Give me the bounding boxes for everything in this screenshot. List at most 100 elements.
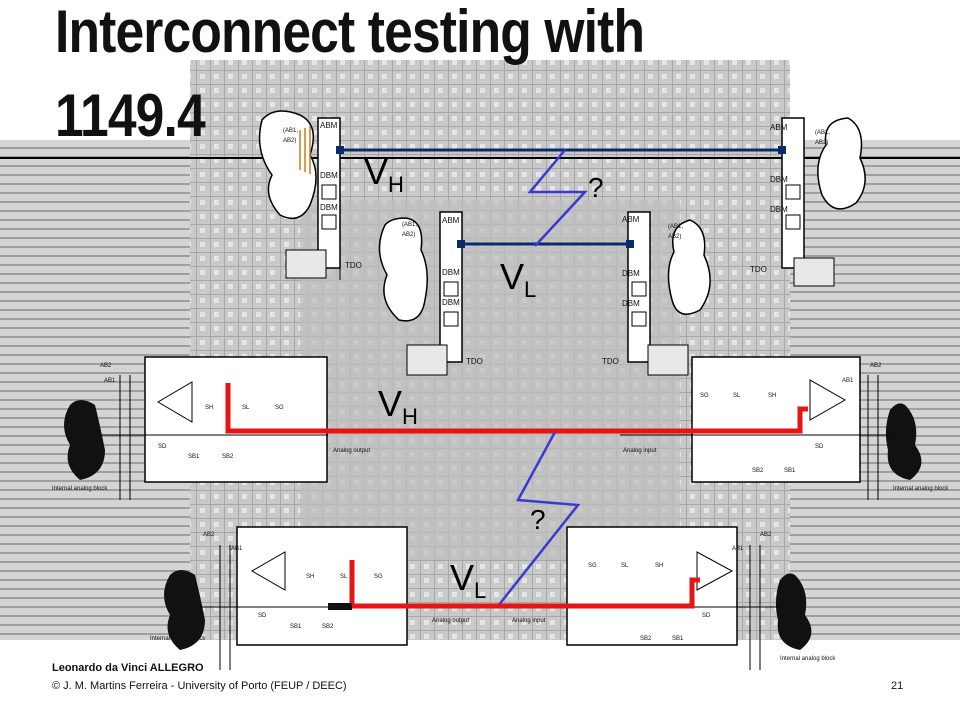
ab-pair-label-1: (AB1, xyxy=(402,222,417,228)
voltage-high-label-analog: VH xyxy=(378,383,418,430)
dbm-label: DBM xyxy=(622,299,640,308)
inner-right-digital-cell: ABM DBM DBM (AB1, AB2) TDO xyxy=(602,211,711,376)
ab-pair-label-2: AB2) xyxy=(402,232,415,238)
internal-block-label: Internal analog block xyxy=(52,486,108,492)
voltage-high-label-digital: VH xyxy=(364,151,404,198)
sg-switch-label: SG xyxy=(374,574,383,580)
analog-core-blob xyxy=(164,570,205,650)
ab2-label: AB2 xyxy=(870,363,882,369)
sb1-switch-label: SB1 xyxy=(290,624,302,630)
upper-right-analog-module: AB2 AB1 SG SL SH SD SB2 SB1 Analog input… xyxy=(620,356,949,500)
sd-switch-label: SD xyxy=(815,444,824,450)
tdo-label: TDO xyxy=(466,357,483,366)
sh-switch-label: SH xyxy=(655,563,663,569)
unknown-result-mark: ? xyxy=(530,504,546,535)
ab2-label: AB2 xyxy=(203,532,215,538)
abm-label: ABM xyxy=(442,216,460,225)
logic-block-blob xyxy=(667,219,711,315)
abm-box xyxy=(566,526,738,646)
dbm-label: DBM xyxy=(442,268,460,277)
tdo-label: TDO xyxy=(602,357,619,366)
opamp-symbol xyxy=(157,381,193,423)
abm-label: ABM xyxy=(770,123,788,132)
logic-block-blob xyxy=(817,117,866,210)
upper-left-digital-cell: ABM DBM DBM (AB1, AB2) TDO xyxy=(258,110,362,280)
sh-switch-label: SH xyxy=(306,574,314,580)
slide-title-line-1: Interconnect testing with xyxy=(55,0,645,65)
analog-output-label: Analog output xyxy=(432,618,469,624)
sb1-switch-label: SB1 xyxy=(188,454,200,460)
ab2-label: AB2 xyxy=(760,532,772,538)
sl-switch-label: SL xyxy=(621,563,629,569)
sl-switch-label: SL xyxy=(340,574,348,580)
dbm-label: DBM xyxy=(770,205,788,214)
sh-switch-label: SH xyxy=(768,393,776,399)
analog-net-high xyxy=(225,383,808,434)
tap-controller-block xyxy=(406,344,448,376)
ab-pair-label-2: AB2) xyxy=(668,234,681,240)
dbm-label: DBM xyxy=(442,298,460,307)
short-fault-indicator xyxy=(527,149,588,247)
logic-block-blob xyxy=(378,217,428,322)
analog-core-blob xyxy=(775,573,812,650)
ab1-label: AB1 xyxy=(231,546,243,552)
internal-block-label: Internal analog block xyxy=(780,656,836,662)
abm-label: ABM xyxy=(320,121,338,130)
lower-left-analog-module: AB2 AB1 SH SL SG SD SB1 SB2 Analog outpu… xyxy=(150,526,469,670)
footer-author: Leonardo da Vinci ALLEGRO xyxy=(52,662,204,674)
ab-pair-label-1: (AB1, xyxy=(283,128,298,134)
voltage-low-label-analog: VL xyxy=(450,557,487,604)
tap-controller-block xyxy=(647,344,689,376)
footer-copyright: © J. M. Martins Ferreira - University of… xyxy=(52,680,347,692)
dbm-label: DBM xyxy=(622,269,640,278)
opamp-symbol xyxy=(250,551,286,591)
analog-core-blob xyxy=(64,400,105,480)
sb1-switch-label: SB1 xyxy=(672,636,684,642)
logic-block-blob xyxy=(258,110,317,220)
short-fault-indicator xyxy=(497,431,581,607)
sl-switch-label: SL xyxy=(242,405,250,411)
sg-switch-label: SG xyxy=(275,405,284,411)
die-center-block xyxy=(300,200,680,560)
ab-pair-label-2: AB2) xyxy=(815,140,828,146)
tap-controller-block xyxy=(285,249,327,279)
upper-right-digital-cell: ABM DBM DBM (AB1, AB2) TDO xyxy=(750,117,866,287)
footer-area xyxy=(0,640,960,720)
upper-left-analog-module: AB2 AB1 SH SL SG SD SB1 SB2 Analog outpu… xyxy=(52,356,370,500)
sg-switch-label: SG xyxy=(700,393,709,399)
sg-switch-label: SG xyxy=(588,563,597,569)
ab1-label: AB1 xyxy=(842,378,854,384)
sb2-switch-label: SB2 xyxy=(752,468,764,474)
sh-switch-label: SH xyxy=(205,405,213,411)
voltage-low-label-digital: VL xyxy=(500,256,537,303)
opamp-symbol xyxy=(696,551,734,591)
ab-pair-label-1: (AB1, xyxy=(668,224,683,230)
sd-switch-label: SD xyxy=(702,613,711,619)
analog-output-label: Analog output xyxy=(333,448,370,454)
sb1-switch-label: SB1 xyxy=(784,468,796,474)
ab-pair-label-2: AB2) xyxy=(283,138,296,144)
opamp-symbol xyxy=(809,379,847,421)
abm-box xyxy=(144,356,328,483)
ab1-label: AB1 xyxy=(732,546,744,552)
analog-net-low xyxy=(349,560,700,609)
abm-box xyxy=(236,526,408,646)
ab-pair-label-1: (AB1, xyxy=(815,130,830,136)
sb2-switch-label: SB2 xyxy=(322,624,334,630)
sd-switch-label: SD xyxy=(158,444,167,450)
ab1-label: AB1 xyxy=(104,378,116,384)
slide-title-line-2: 1149.4 xyxy=(55,82,206,149)
tap-controller-block xyxy=(793,257,835,287)
sd-switch-label: SD xyxy=(258,613,267,619)
lower-right-analog-module: AB2 AB1 SG SL SH SD SB2 SB1 Analog input… xyxy=(512,526,836,670)
analog-input-label: Analog input xyxy=(512,618,546,624)
sb2-switch-label: SB2 xyxy=(640,636,652,642)
analog-core-blob xyxy=(885,403,922,480)
page-number: 21 xyxy=(891,680,904,692)
inner-left-digital-cell: ABM DBM DBM (AB1, AB2) TDO xyxy=(378,211,483,376)
dbm-label: DBM xyxy=(320,203,338,212)
sb2-switch-label: SB2 xyxy=(222,454,234,460)
tdo-label: TDO xyxy=(345,261,362,270)
